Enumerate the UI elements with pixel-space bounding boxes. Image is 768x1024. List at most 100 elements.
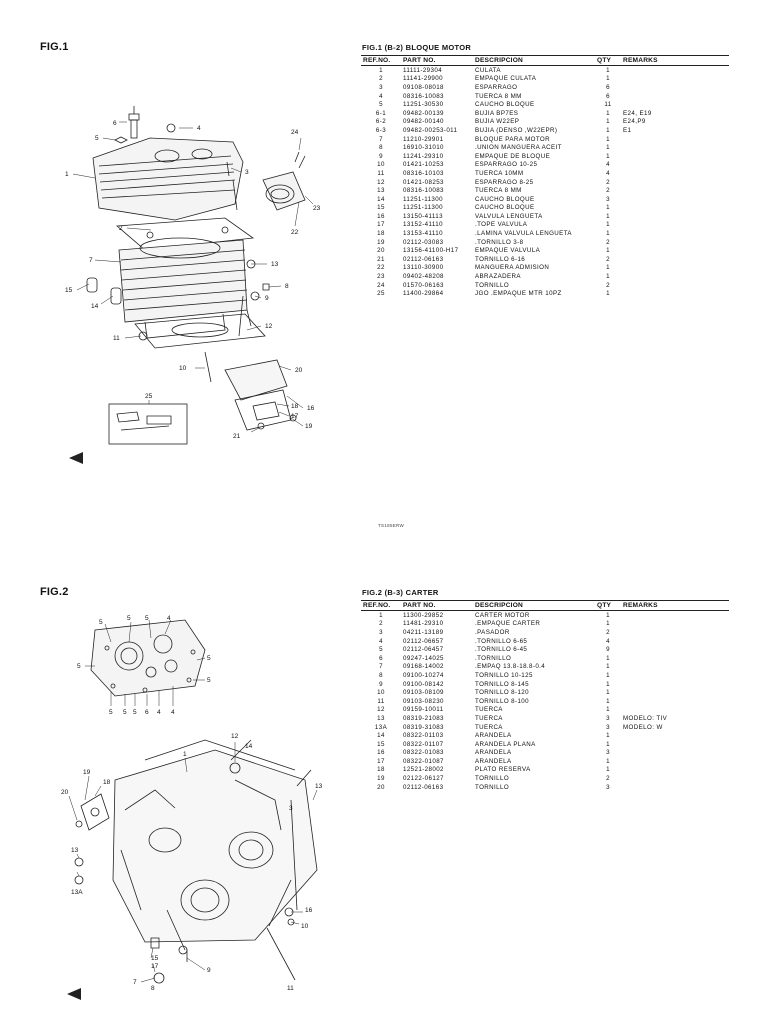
remarks-cell <box>621 663 729 672</box>
descripcion-cell: CAUCHO BLOQUE <box>475 204 535 212</box>
fig2-parts-table: REF.NO. PART NO. DESCRIPCION QTY REMARKS… <box>361 600 729 791</box>
remarks-cell <box>621 195 729 204</box>
remarks-cell <box>621 229 729 238</box>
descripcion-cell: MANGUERA ADMISION <box>475 264 550 272</box>
remarks-cell <box>621 92 729 101</box>
descripcion-cell: BUJIA W22EP <box>475 118 520 126</box>
ref-no-cell: 1 <box>379 66 383 74</box>
callout-14: 14 <box>91 303 99 310</box>
callout-2: 2 <box>119 225 123 232</box>
gasket-kit-illustration <box>108 403 188 445</box>
ref-no-cell: 22 <box>377 264 385 272</box>
descripcion-cell: .TORNILLO <box>475 654 512 662</box>
remarks-cell: MODELO: TIV <box>623 714 668 722</box>
qty-cell: 3 <box>606 195 610 203</box>
ref-no-cell: 13 <box>377 714 385 722</box>
descripcion-cell: TUERCA 8 MM <box>475 92 522 100</box>
qty-cell: 3 <box>606 723 610 731</box>
callout-21: 21 <box>233 433 241 440</box>
ref-no-cell: 13A <box>374 723 388 731</box>
callout-12: 12 <box>231 733 239 740</box>
callout-14: 14 <box>245 743 253 750</box>
descripcion-cell: ARANDELA <box>475 749 512 757</box>
callout-15: 15 <box>65 287 73 294</box>
remarks-cell <box>621 774 729 783</box>
descripcion-cell: TORNILLO 6-16 <box>475 255 526 263</box>
qty-cell: 1 <box>606 732 610 740</box>
callout-8: 8 <box>285 283 289 290</box>
qty-cell: 1 <box>606 671 610 679</box>
part-no-cell: 09108-08018 <box>403 83 444 91</box>
reed-valve-illustration <box>204 351 297 431</box>
descripcion-cell: ARANDELA <box>475 732 512 740</box>
descripcion-cell: .UNION MANGUERA ACEIT <box>475 144 562 152</box>
remarks-cell <box>621 204 729 213</box>
part-no-cell: 01421-10253 <box>403 161 444 169</box>
descripcion-cell: EMPAQUE VALVULA <box>475 247 541 255</box>
remarks-cell <box>621 620 729 629</box>
header-ref-no: REF.NO. <box>361 600 401 611</box>
ref-no-cell: 4 <box>379 637 383 645</box>
descripcion-cell: TORNILLO <box>475 775 510 783</box>
callout-3: 3 <box>245 169 249 176</box>
descripcion-cell: TORNILLO 8-100 <box>475 697 529 705</box>
ref-no-cell: 18 <box>377 230 385 238</box>
ref-no-cell: 6-1 <box>375 109 387 117</box>
part-no-cell: 09482-00253-011 <box>403 126 458 134</box>
part-no-cell: 16910-31010 <box>403 144 444 152</box>
part-no-cell: 02112-03083 <box>403 238 444 246</box>
callout-13: 13 <box>71 847 79 854</box>
qty-cell: 1 <box>606 204 610 212</box>
qty-cell: 1 <box>606 273 610 281</box>
qty-cell: 2 <box>606 281 610 289</box>
descripcion-cell: TUERCA <box>475 723 503 731</box>
part-no-cell: 02122-06127 <box>403 775 444 783</box>
callout-5: 5 <box>127 615 131 622</box>
qty-cell: 1 <box>606 757 610 765</box>
remarks-cell <box>621 255 729 264</box>
ref-no-cell: 12 <box>377 178 385 186</box>
remarks-cell <box>621 212 729 221</box>
callout-6: 6 <box>145 709 149 716</box>
callout-3: 3 <box>289 805 293 812</box>
remarks-cell <box>621 645 729 654</box>
remarks-cell <box>621 749 729 758</box>
descripcion-cell: TORNILLO <box>475 281 510 289</box>
part-no-cell: 08322-01107 <box>403 740 444 748</box>
ref-no-cell: 5 <box>379 646 383 654</box>
qty-cell: 1 <box>606 135 610 143</box>
remarks-cell <box>621 697 729 706</box>
part-no-cell: 08322-01103 <box>403 732 444 740</box>
callout-23: 23 <box>313 205 321 212</box>
part-no-cell: 08319-31083 <box>403 723 444 731</box>
ref-no-cell: 10 <box>377 689 385 697</box>
part-no-cell: 13150-41113 <box>403 212 443 220</box>
descripcion-cell: CAUCHO BLOQUE <box>475 101 535 109</box>
ref-no-cell: 14 <box>377 732 385 740</box>
descripcion-cell: CARTER MOTOR <box>475 611 530 619</box>
descripcion-cell: TORNILLO <box>475 783 510 791</box>
callout-5: 5 <box>145 615 149 622</box>
callout-13: 13 <box>315 783 323 790</box>
callout-19: 19 <box>83 769 91 776</box>
callout-15: 15 <box>151 955 159 962</box>
qty-cell: 6 <box>606 83 610 91</box>
ref-no-cell: 17 <box>377 757 385 765</box>
qty-cell: 1 <box>606 118 610 126</box>
ref-no-cell: 11 <box>377 697 385 705</box>
remarks-cell <box>621 654 729 663</box>
part-no-cell: 02112-06163 <box>403 255 444 263</box>
part-no-cell: 09100-10274 <box>403 671 444 679</box>
part-no-cell: 08316-10103 <box>403 169 444 177</box>
part-no-cell: 09247-14025 <box>403 654 444 662</box>
descripcion-cell: PLATO RESERVA <box>475 766 531 774</box>
front-arrow-icon <box>69 452 83 464</box>
